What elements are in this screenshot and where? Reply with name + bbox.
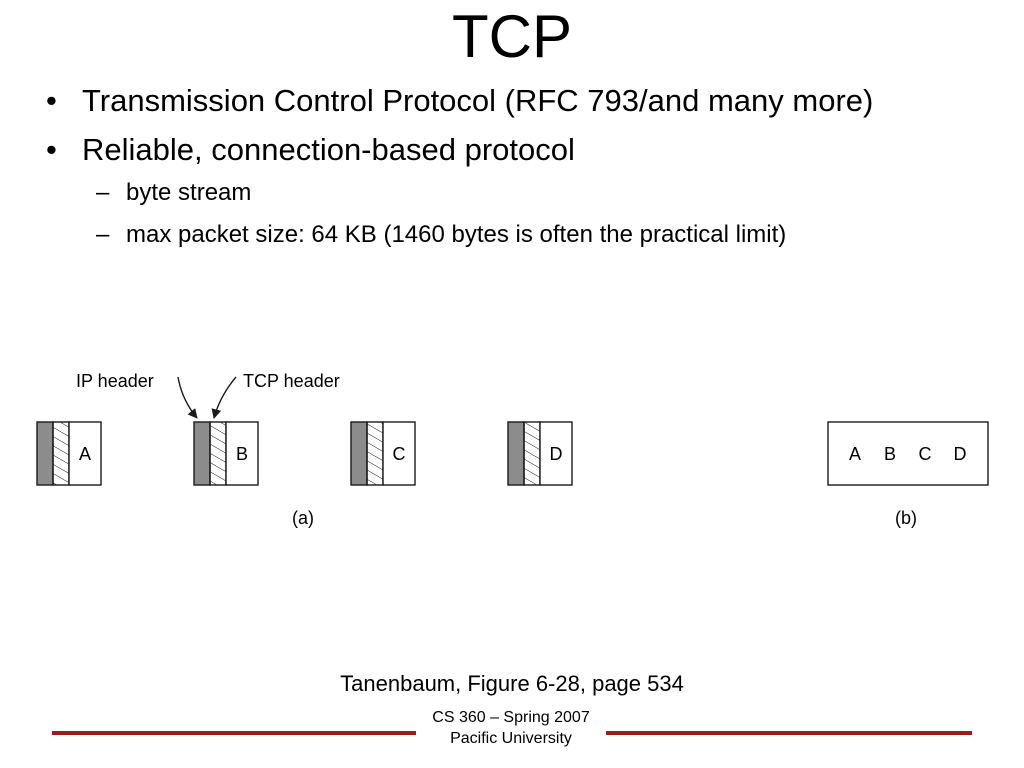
tcp-header-block	[366, 421, 384, 486]
stream-letter: A	[849, 444, 861, 464]
segment-data-block	[382, 421, 416, 486]
figure-caption: Tanenbaum, Figure 6-28, page 534	[340, 671, 684, 696]
sub-bullet-max-packet-size: max packet size: 64 KB (1460 bytes is of…	[126, 221, 787, 248]
stream-letter: C	[919, 444, 932, 464]
sub-bullet-mark: –	[96, 179, 110, 206]
ip-header-block	[193, 421, 211, 486]
segment-letter: C	[393, 444, 406, 464]
tcp-header-label: TCP header	[243, 371, 340, 391]
tcp-segment: D	[507, 421, 573, 486]
footer-institution: Pacific University	[450, 730, 572, 747]
sub-bullet-byte-stream: byte stream	[126, 179, 252, 206]
footer-course: CS 360 – Spring 2007	[432, 709, 590, 726]
segment-letter: D	[550, 444, 563, 464]
segments-part-b: A B C D	[849, 444, 967, 464]
tcp-segments-figure: IP header TCP header A B C D A B C D (a) (b)	[36, 371, 989, 528]
ip-header-arrow	[177, 376, 198, 419]
ip-header-label: IP header	[76, 371, 154, 391]
ip-header-block	[350, 421, 368, 486]
tcp-segment: C	[350, 421, 416, 486]
stream-letter: D	[954, 444, 967, 464]
ip-header-block	[507, 421, 525, 486]
part-a-label: (a)	[292, 508, 314, 528]
segment-data-block	[68, 421, 102, 486]
bullet-list: • Transmission Control Protocol (RFC 793…	[0, 0, 1024, 260]
part-b-label: (b)	[895, 508, 917, 528]
tcp-header-block	[52, 421, 70, 486]
sub-bullet-mark: –	[96, 221, 110, 248]
segment-letter: B	[236, 444, 248, 464]
footer-rule-right	[606, 731, 972, 735]
tcp-segment: A	[36, 421, 102, 486]
tcp-segment: B	[193, 421, 259, 486]
tcp-header-block	[209, 421, 227, 486]
bullet-mark: •	[46, 132, 57, 167]
tcp-header-arrow	[211, 376, 237, 419]
slide-title: TCP	[452, 3, 572, 70]
segment-data-block	[539, 421, 573, 486]
tcp-header-block	[523, 421, 541, 486]
segments-part-a: A B C D	[36, 421, 573, 486]
stream-letter: B	[884, 444, 896, 464]
footer: CS 360 – Spring 2007 Pacific University	[416, 707, 606, 749]
footer-rule-left	[52, 731, 416, 735]
segment-data-block	[225, 421, 259, 486]
ip-header-block	[36, 421, 54, 486]
bullet-reliable-protocol: Reliable, connection-based protocol	[82, 132, 575, 167]
bullet-mark: •	[46, 83, 57, 118]
bullet-transmission-control-protocol: Transmission Control Protocol (RFC 793/a…	[82, 83, 874, 118]
byte-stream-box	[827, 421, 989, 486]
segment-letter: A	[79, 444, 91, 464]
